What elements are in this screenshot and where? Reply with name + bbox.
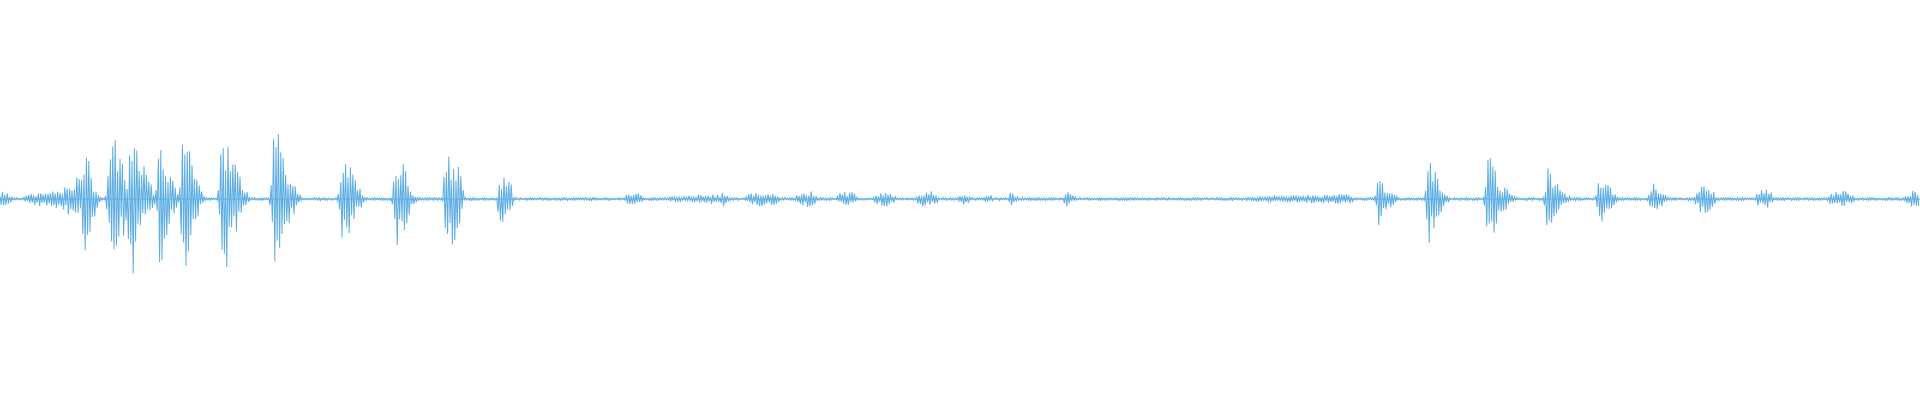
waveform-trace — [0, 134, 1920, 274]
